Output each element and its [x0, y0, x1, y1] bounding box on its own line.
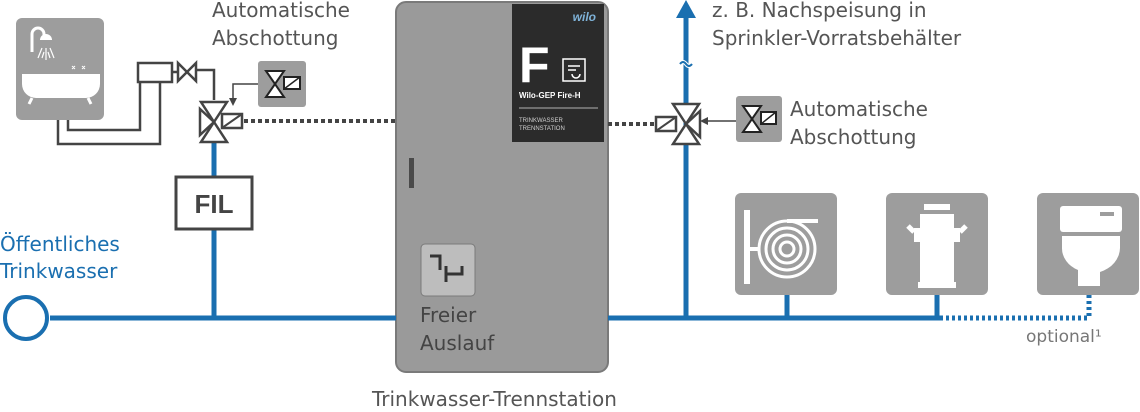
public-water-line1: Öffentliches — [0, 232, 120, 256]
free-outlet-line2: Auslauf — [420, 331, 495, 355]
gray-pipes — [56, 68, 216, 146]
product-panel: wilo F Wilo-GEP Fire-H TRINKWASSER TRENN… — [512, 4, 604, 142]
public-water-line2: Trinkwasser — [0, 259, 118, 283]
sprinkler-line1: z. B. Nachspeisung in — [712, 0, 927, 22]
station-caption: Trinkwasser-Trennstation — [372, 387, 617, 411]
free-outlet-line1: Freier — [420, 303, 477, 327]
optional-label: optional¹ — [1026, 327, 1102, 347]
arrow-up-icon — [676, 0, 696, 18]
hydrant-icon — [886, 193, 988, 295]
hose-reel-icon — [735, 193, 837, 295]
valve-actuator-icon — [258, 61, 306, 107]
auto-shutoff-top-line1: Automatische — [212, 0, 350, 22]
public-water-source-icon — [3, 295, 49, 341]
auto-shutoff-top-line2: Abschottung — [212, 26, 339, 50]
cistern-apparatus — [136, 59, 198, 85]
product-name: Wilo-GEP Fire-H — [519, 91, 581, 100]
wilo-symbol-icon — [562, 58, 586, 82]
valve-actuator-icon-right — [736, 96, 782, 142]
product-letter: F — [519, 37, 550, 93]
filter-box: FIL — [174, 175, 254, 231]
brand-logo: wilo — [573, 10, 596, 24]
bathtub-shower-icon — [16, 18, 104, 120]
toilet-icon — [1037, 193, 1139, 295]
door-handle — [409, 158, 414, 188]
right-valve-icon — [654, 102, 702, 146]
product-sub-1: TRINKWASSER — [519, 118, 563, 124]
auto-shutoff-right-line1: Automatische — [790, 97, 928, 121]
filter-label: FIL — [195, 189, 234, 219]
check-valve-icon — [176, 59, 198, 85]
sprinkler-line2: Sprinkler-Vorratsbehälter — [712, 26, 962, 50]
free-outlet-icon — [420, 243, 476, 297]
auto-shutoff-right-line2: Abschottung — [790, 125, 917, 149]
optional-pipe — [940, 295, 1092, 321]
product-sub-2: TRENNSTATION — [519, 126, 565, 132]
left-valve-icon — [198, 100, 244, 144]
